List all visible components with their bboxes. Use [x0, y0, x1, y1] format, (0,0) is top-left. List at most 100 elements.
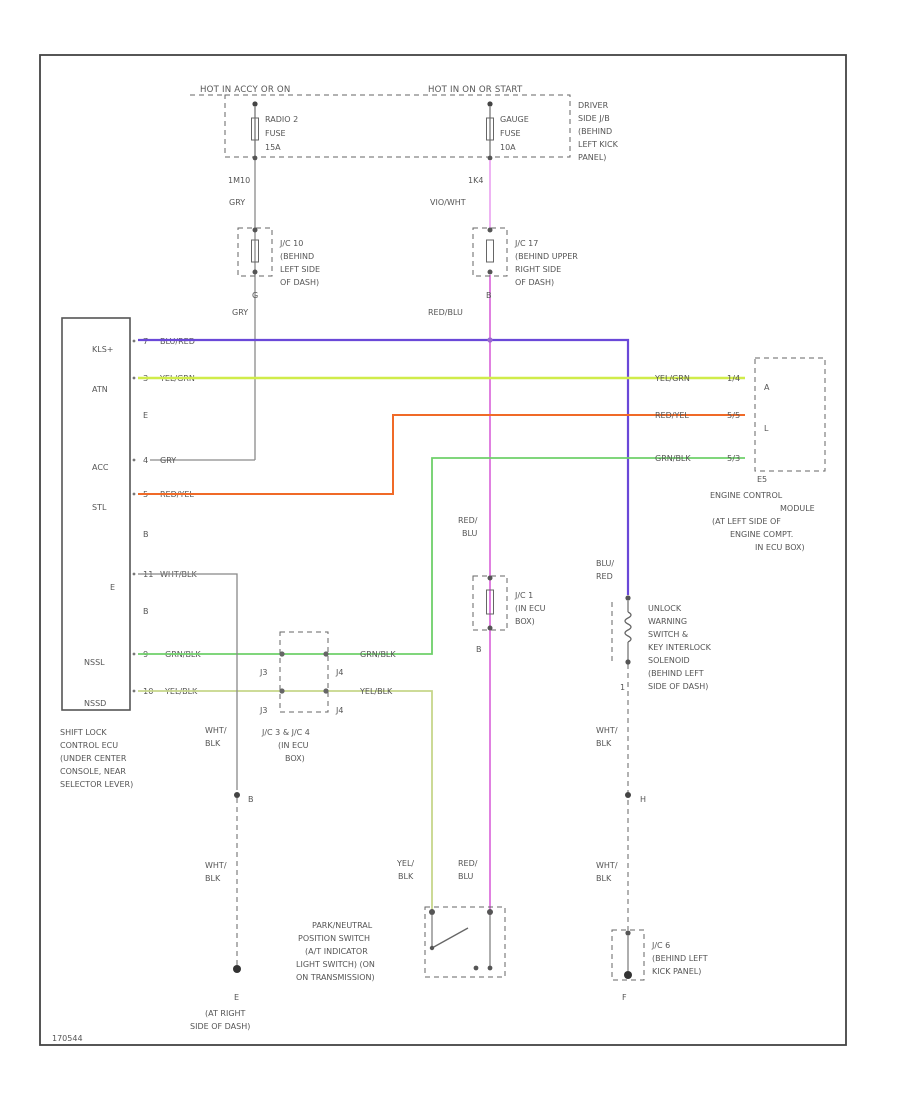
ecu-caption: SHIFT LOCK CONTROL ECU (UNDER CENTER CON…: [60, 728, 133, 789]
diagram-frame: [39, 54, 847, 1046]
svg-text:STL: STL: [92, 503, 107, 512]
svg-text:(IN ECU: (IN ECU: [278, 741, 309, 750]
jc-10: J/C 10 (BEHIND LEFT SIDE OF DASH) G GRY: [232, 227, 320, 317]
svg-text:YEL/GRN: YEL/GRN: [654, 374, 690, 383]
svg-text:J4: J4: [335, 706, 343, 715]
svg-text:RED/BLU: RED/BLU: [428, 308, 463, 317]
svg-text:RED/: RED/: [458, 516, 478, 525]
svg-text:DRIVER: DRIVER: [578, 101, 609, 110]
svg-text:KEY INTERLOCK: KEY INTERLOCK: [648, 643, 712, 652]
svg-text:A: A: [764, 383, 770, 392]
jc-17: J/C 17 (BEHIND UPPER RIGHT SIDE OF DASH)…: [428, 227, 578, 317]
ecu-pin-numbers: 7 3 4 5 11 9 10: [143, 336, 153, 696]
wht-blk-wire: [138, 573, 238, 790]
svg-text:WARNING: WARNING: [648, 617, 687, 626]
radio-2-fuse: RADIO 2 FUSE 15A: [251, 101, 298, 161]
svg-text:KICK PANEL): KICK PANEL): [652, 967, 701, 976]
svg-text:(BEHIND LEFT: (BEHIND LEFT: [648, 669, 704, 678]
svg-text:ACC: ACC: [92, 463, 109, 472]
svg-text:IN ECU BOX): IN ECU BOX): [755, 543, 805, 552]
driver-side-junction-block: [190, 94, 571, 158]
park-neutral-position-switch: YEL/ BLK RED/ BLU PARK/NEUTRAL POSITION …: [296, 859, 506, 982]
red-yel-wire: [138, 414, 745, 495]
svg-text:BLK: BLK: [596, 874, 612, 883]
svg-text:J/C 3 & J/C 4: J/C 3 & J/C 4: [261, 728, 310, 737]
svg-text:(UNDER CENTER: (UNDER CENTER: [60, 754, 127, 763]
svg-text:YEL/BLK: YEL/BLK: [359, 687, 393, 696]
jc-1: RED/ BLU J/C 1 (IN ECU BOX) B: [458, 516, 546, 654]
svg-text:(AT LEFT SIDE OF: (AT LEFT SIDE OF: [712, 517, 781, 526]
svg-text:BLK: BLK: [398, 872, 414, 881]
jc-3-and-jc-4: J3 J4 J3 J4 GRN/BLK YEL/BLK J/C 3 & J/C …: [259, 631, 396, 763]
svg-text:SELECTOR LEVER): SELECTOR LEVER): [60, 780, 133, 789]
blu-red-wire: [138, 338, 630, 595]
svg-text:KLS+: KLS+: [92, 345, 113, 354]
svg-text:(BEHIND UPPER: (BEHIND UPPER: [515, 252, 578, 261]
svg-text:B: B: [143, 607, 149, 616]
svg-text:CONTROL ECU: CONTROL ECU: [60, 741, 118, 750]
svg-text:(BEHIND LEFT: (BEHIND LEFT: [652, 954, 708, 963]
radio-fuse-line-1: RADIO 2: [265, 115, 298, 124]
left-ground: WHT/ BLK B WHT/ BLK E (AT RIGHT SIDE OF …: [190, 726, 254, 1031]
svg-text:F: F: [622, 993, 627, 1002]
svg-text:B: B: [486, 291, 492, 300]
svg-text:RED/: RED/: [458, 859, 478, 868]
svg-text:RIGHT SIDE: RIGHT SIDE: [515, 265, 561, 274]
svg-text:RED/YEL: RED/YEL: [655, 411, 689, 420]
svg-text:5/3: 5/3: [727, 453, 740, 463]
svg-text:RED: RED: [596, 572, 613, 581]
svg-text:J/C 10: J/C 10: [279, 239, 303, 248]
svg-text:J/C 6: J/C 6: [651, 941, 670, 950]
yel-blk-wire: [138, 690, 433, 910]
hot-accy-on-label: HOT IN ACCY OR ON: [200, 85, 291, 95]
svg-text:GRN/BLK: GRN/BLK: [655, 454, 691, 463]
ecu-pin-markers: [132, 339, 136, 693]
svg-text:POSITION SWITCH: POSITION SWITCH: [298, 934, 370, 943]
svg-text:GRN/BLK: GRN/BLK: [360, 650, 396, 659]
junction-block-outline: [224, 94, 571, 158]
svg-text:WHT/: WHT/: [205, 861, 227, 870]
radio-fuse-line-2: FUSE: [265, 129, 286, 138]
ecu-wire-labels: BLU/RED YEL/GRN GRY RED/YEL WHT/BLK GRN/…: [159, 337, 201, 696]
svg-text:OF DASH): OF DASH): [515, 278, 554, 287]
grn-blk-wire: [138, 457, 745, 655]
gauge-fuse-line-1: GAUGE: [500, 115, 529, 124]
svg-text:BLK: BLK: [205, 739, 221, 748]
svg-text:LEFT SIDE: LEFT SIDE: [280, 265, 320, 274]
svg-text:(AT RIGHT: (AT RIGHT: [205, 1009, 246, 1018]
wire-splice: [487, 337, 493, 343]
svg-text:PANEL): PANEL): [578, 153, 606, 162]
svg-text:BOX): BOX): [285, 754, 305, 763]
svg-text:1/4: 1/4: [727, 373, 740, 383]
svg-text:4: 4: [143, 455, 148, 465]
right-ground: WHT/ BLK H WHT/ BLK J/C 6 (BEHIND LEFT K…: [596, 726, 708, 1002]
unlock-warning-switch: BLU/ RED UNLOCK WARNING SWITCH & KEY INT…: [596, 559, 712, 692]
svg-text:B: B: [248, 795, 254, 804]
svg-text:SIDE J/B: SIDE J/B: [578, 114, 610, 123]
svg-text:MODULE: MODULE: [780, 504, 815, 513]
svg-text:WHT/: WHT/: [596, 861, 618, 870]
svg-text:GRY: GRY: [160, 456, 176, 465]
svg-text:NSSL: NSSL: [84, 658, 105, 667]
svg-text:SIDE OF DASH): SIDE OF DASH): [190, 1022, 250, 1031]
radio-fuse-line-3: 15A: [265, 143, 281, 152]
svg-text:BLK: BLK: [205, 874, 221, 883]
svg-text:B: B: [143, 530, 149, 539]
right-wire-color: VIO/WHT: [430, 198, 466, 207]
svg-text:BOX): BOX): [515, 617, 535, 626]
svg-text:ENGINE COMPT.: ENGINE COMPT.: [730, 530, 793, 539]
svg-text:SHIFT LOCK: SHIFT LOCK: [60, 728, 107, 737]
svg-text:ATN: ATN: [92, 385, 108, 394]
svg-text:ON TRANSMISSION): ON TRANSMISSION): [296, 973, 375, 982]
svg-text:LEFT KICK: LEFT KICK: [578, 140, 619, 149]
svg-text:J3: J3: [259, 668, 267, 677]
svg-text:UNLOCK: UNLOCK: [648, 604, 682, 613]
svg-text:CONSOLE, NEAR: CONSOLE, NEAR: [60, 767, 126, 776]
svg-text:(A/T INDICATOR: (A/T INDICATOR: [305, 947, 368, 956]
svg-text:BLU: BLU: [458, 872, 474, 881]
svg-text:BLK: BLK: [596, 739, 612, 748]
svg-text:PARK/NEUTRAL: PARK/NEUTRAL: [312, 921, 373, 930]
svg-text:J/C 17: J/C 17: [514, 239, 538, 248]
svg-text:(BEHIND: (BEHIND: [280, 252, 314, 261]
